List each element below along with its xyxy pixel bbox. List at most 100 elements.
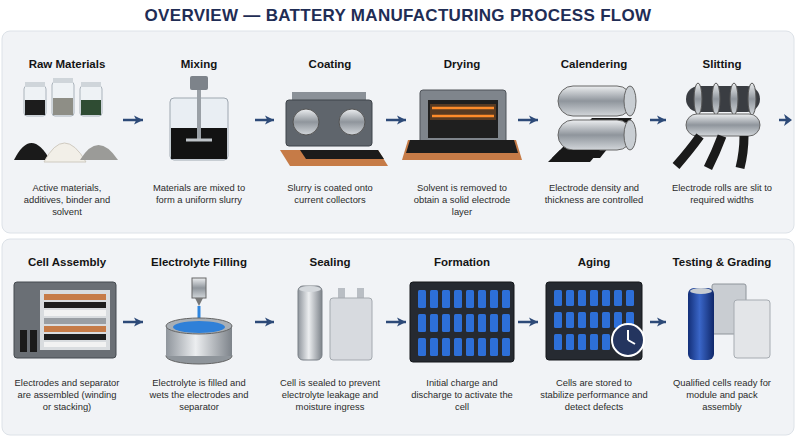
process-step: Testing & GradingQualified cells ready f…: [666, 253, 778, 431]
step-description: Electrolyte is filled and wets the elect…: [143, 377, 255, 414]
electrode-strip: [676, 136, 700, 166]
process-step: DryingSolvent is removed to obtain a sol…: [406, 54, 518, 224]
heater: [432, 108, 494, 116]
clock-hands: [628, 330, 635, 344]
step-title: Formation: [406, 256, 518, 268]
blade: [748, 83, 756, 115]
flow-arrow: [518, 321, 538, 324]
process-step: Raw MaterialsActive materials, additives…: [11, 54, 123, 224]
step-description: Active materials, additives, binder and …: [11, 182, 123, 219]
copper-foil: [280, 150, 388, 166]
powder-pile: [14, 143, 50, 160]
electrolyte: [173, 321, 225, 333]
nozzle-tip: [195, 298, 203, 306]
rack: [410, 282, 514, 362]
row-panel: [2, 31, 794, 233]
cylindrical-cell: [688, 288, 714, 360]
lid: [53, 78, 73, 83]
powder: [81, 100, 101, 115]
process-step: AgingCells are stored to stabilize perfo…: [538, 253, 650, 431]
aging-art: [546, 282, 644, 360]
calender-art: [548, 86, 636, 162]
cell-stack: [14, 282, 116, 358]
step-description: Electrode density and thickness are cont…: [538, 182, 650, 206]
electrode-strip: [740, 136, 744, 168]
copper-foil: [402, 140, 522, 160]
step-title: Drying: [406, 58, 518, 70]
roller: [558, 86, 632, 116]
jar: [80, 86, 102, 116]
jar: [52, 82, 74, 116]
powder-pile: [44, 143, 86, 162]
oven-opening: [428, 100, 498, 138]
cylindrical-cell: [298, 286, 322, 360]
step-title: Aging: [538, 256, 650, 268]
roller-cap: [624, 120, 636, 150]
powder-pile: [80, 145, 118, 160]
blade: [730, 83, 738, 115]
tab: [20, 330, 27, 352]
powder: [25, 100, 45, 115]
roller: [558, 120, 632, 150]
step-title: Calendering: [538, 58, 650, 70]
step-title: Testing & Grading: [666, 256, 778, 268]
step-title: Slitting: [666, 58, 778, 70]
clock: [612, 324, 644, 356]
pouch-cell: [734, 300, 770, 358]
sealing-art: [298, 286, 372, 360]
nozzle: [192, 278, 206, 298]
layer: [44, 342, 106, 347]
flow-arrow: [123, 119, 143, 122]
flow-arrow: [255, 321, 274, 324]
step-description: Slurry is coated onto current collectors: [274, 182, 386, 206]
process-step: MixingMaterials are mixed to form a unif…: [143, 54, 255, 224]
process-step: SealingCell is sealed to prevent electro…: [274, 253, 386, 431]
lid: [81, 82, 101, 87]
powder: [53, 98, 73, 115]
flow-arrow: [255, 119, 274, 122]
step-title: Raw Materials: [11, 58, 123, 70]
impeller: [186, 139, 212, 142]
raw-materials-art: [14, 78, 118, 162]
step-title: Coating: [274, 58, 386, 70]
continue-arrow: [784, 114, 792, 126]
cell-top: [690, 288, 712, 294]
process-step: Cell AssemblyElectrodes and separator ar…: [11, 253, 123, 431]
continue-arrow: [779, 119, 786, 122]
electrode-sheet: [548, 150, 600, 162]
blade: [694, 83, 702, 115]
filling-art: [166, 278, 232, 364]
flow-arrow: [123, 321, 143, 324]
cell-top: [299, 286, 321, 292]
layer: [44, 318, 106, 324]
step-description: Materials are mixed to form a uniform sl…: [143, 182, 255, 206]
flow-arrow: [518, 119, 538, 122]
cells: [416, 288, 512, 360]
process-step: SlittingElectrode rolls are slit to requ…: [666, 54, 778, 224]
process-step: CoatingSlurry is coated onto current col…: [274, 54, 386, 224]
step-title: Cell Assembly: [11, 256, 123, 268]
pouch-cell: [330, 298, 372, 360]
cell-assembly-art: [14, 282, 116, 358]
row-panel: [2, 239, 794, 435]
step-description: Cell is sealed to prevent electrolyte le…: [274, 377, 386, 414]
mixer-art: [170, 76, 228, 160]
roller: [293, 109, 319, 135]
layer: [44, 294, 106, 300]
flow-arrow: [386, 119, 406, 122]
step-title: Electrolyte Filling: [143, 256, 255, 268]
slitter-art: [676, 83, 760, 168]
step-description: Electrode rolls are slit to required wid…: [666, 182, 778, 206]
roller-cap: [624, 86, 636, 116]
electrode-strip: [708, 136, 722, 168]
step-description: Electrodes and separator are assembled (…: [11, 377, 123, 414]
formation-art: [410, 282, 514, 362]
roller: [686, 114, 760, 136]
layer: [44, 326, 106, 332]
step-description: Initial charge and discharge to activate…: [406, 377, 518, 414]
roller: [339, 109, 365, 135]
motor: [190, 76, 208, 90]
